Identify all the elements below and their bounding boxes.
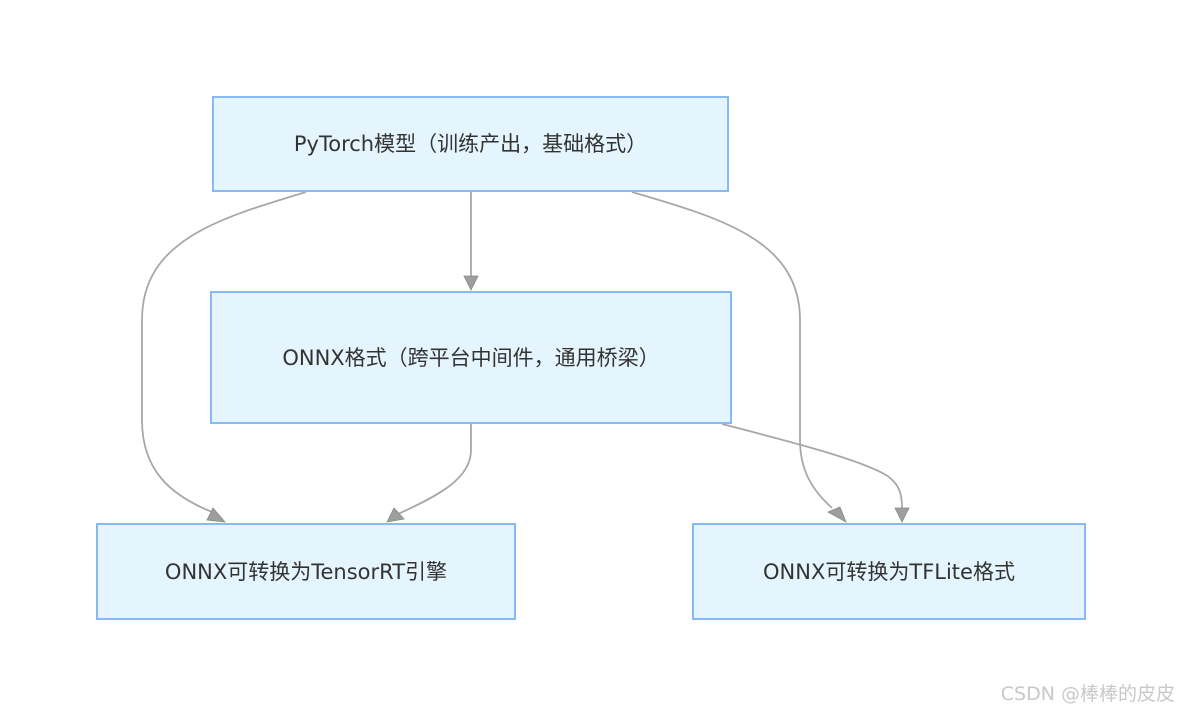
arrowhead-onnx-top xyxy=(463,275,479,291)
node-label-tensorrt: ONNX可转换为TensorRT引擎 xyxy=(164,559,448,584)
edge-onnx-to-tflite xyxy=(721,423,903,509)
edge-pytorch-to-tensorrt xyxy=(141,191,307,513)
node-label-pytorch: PyTorch模型（训练产出，基础格式） xyxy=(293,132,648,156)
node-pytorch-model[interactable]: PyTorch模型（训练产出，基础格式） xyxy=(212,96,729,192)
node-label-onnx: ONNX格式（跨平台中间件，通用桥梁） xyxy=(282,345,660,370)
node-label-tflite: ONNX可转换为TFLite格式 xyxy=(763,559,1015,584)
node-tensorrt-engine[interactable]: ONNX可转换为TensorRT引擎 xyxy=(96,523,516,620)
edge-pytorch-to-tflite xyxy=(631,191,833,509)
arrowhead-tflite-right xyxy=(894,507,910,523)
arrowhead-tensorrt-left xyxy=(206,507,226,523)
arrowhead-tensorrt-right xyxy=(386,507,405,523)
node-onnx-format[interactable]: ONNX格式（跨平台中间件，通用桥梁） xyxy=(210,291,732,424)
arrowhead-tflite-left xyxy=(827,506,847,523)
edge-onnx-to-tensorrt xyxy=(397,424,472,515)
watermark: CSDN @棒棒的皮皮 xyxy=(1000,683,1175,705)
node-tflite-format[interactable]: ONNX可转换为TFLite格式 xyxy=(692,523,1086,620)
